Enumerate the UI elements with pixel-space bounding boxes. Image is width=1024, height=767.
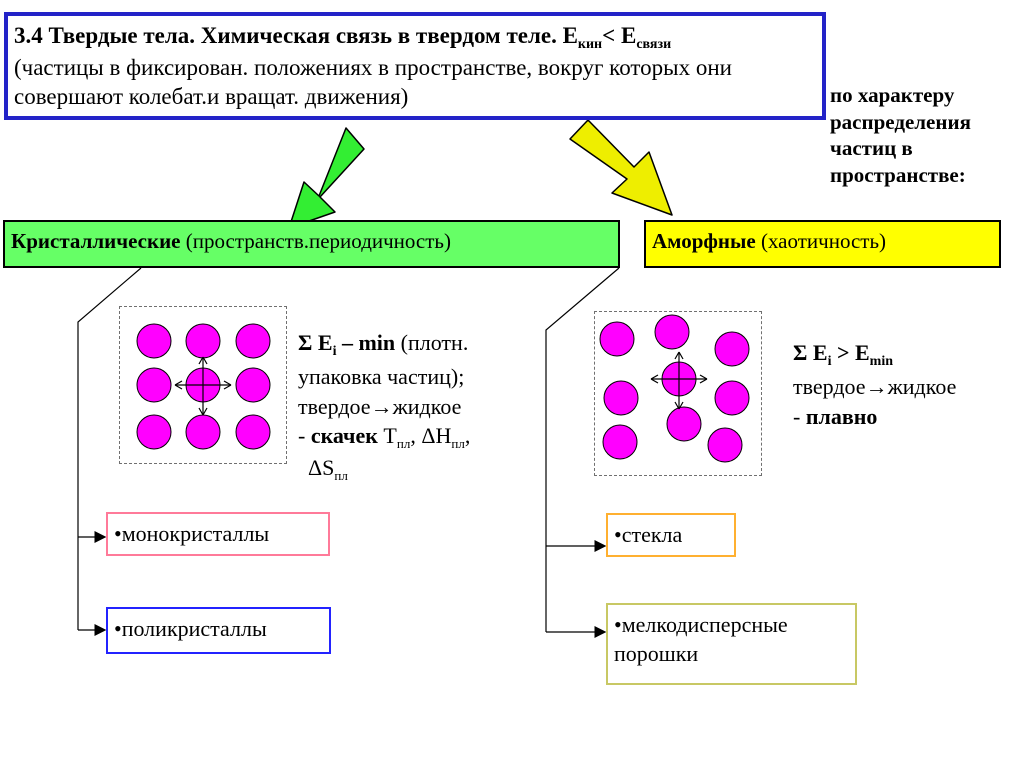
particle [136, 414, 172, 450]
particle [707, 427, 743, 463]
e-bond-subscript: связи [636, 37, 672, 52]
title-explanation: (частицы в фиксирован. положениях в прос… [14, 54, 732, 109]
e-bond-symbol: Е [620, 23, 637, 48]
amorphous-box: Аморфные (хаотичность) [644, 220, 1001, 268]
particle [235, 367, 271, 403]
title-heading: 3.4 Твердые тела. Химическая связь в тве… [14, 23, 563, 48]
amorph-transition: твердое→жидкое [793, 373, 957, 399]
polycrystals-box: •поликристаллы [106, 607, 331, 654]
amorphous-label: Аморфные [652, 229, 756, 253]
particle [235, 414, 271, 450]
crystalline-note: (пространств.периодичность) [180, 229, 452, 253]
melting-entropy-subscript: пл [334, 467, 348, 483]
particle [666, 406, 702, 442]
yellow-arrow-icon [569, 119, 673, 216]
melting-temperature-subscript: пл [396, 436, 411, 452]
less-than-sign: < [602, 23, 621, 48]
particle [185, 323, 221, 359]
amorph-energy-gt: > E [831, 340, 870, 365]
particle [654, 314, 690, 350]
monocrystals-box: •монокристаллы [106, 512, 330, 556]
crystal-dash: - [298, 423, 311, 449]
energy-min: – min [336, 330, 396, 355]
amorph-energy-index: i [827, 354, 832, 369]
e-kin-subscript: кин [577, 37, 603, 52]
amorphous-structure-icon [594, 311, 762, 476]
melting-temperature: T [377, 423, 397, 449]
crystal-lattice-drawing [136, 323, 271, 450]
amorph-connector [545, 267, 620, 632]
melting-entropy: ΔS [308, 454, 335, 480]
particle [235, 323, 271, 359]
melting-enthalpy-subscript: пл [451, 436, 465, 452]
packing-text: (плотн. упаковка частиц); [298, 330, 469, 389]
classification-criterion: по характеру распределения частиц в прос… [830, 83, 971, 187]
melting-enthalpy: , ΔH [410, 423, 452, 449]
smooth-label: плавно [805, 403, 878, 429]
amorphous-structure-drawing [599, 314, 750, 463]
particle [185, 414, 221, 450]
crystalline-energy-text: Σ Ei – min (плотн. упаковка частиц); тве… [298, 328, 548, 484]
particle [714, 331, 750, 367]
amorph-dash: - [793, 403, 806, 429]
crystalline-box: Кристаллические (пространств.периодичнос… [3, 220, 620, 268]
e-kin-symbol: Е [562, 23, 578, 48]
energy-sum-index: i [332, 344, 337, 359]
glasses-box: •стекла [606, 513, 736, 557]
particle [714, 380, 750, 416]
particle [136, 367, 172, 403]
particle [599, 321, 635, 357]
crystal-lattice-icon [119, 306, 287, 464]
particle [603, 380, 639, 416]
particle [136, 323, 172, 359]
enthalpy-comma: , [464, 423, 471, 449]
amorph-energy-sum: Σ E [793, 340, 828, 365]
crystal-transition: твердое→жидкое [298, 393, 462, 419]
title-box: 3.4 Твердые тела. Химическая связь в тве… [4, 12, 826, 120]
amorph-energy-min: min [869, 354, 894, 369]
particle [602, 424, 638, 460]
amorphous-note: (хаотичность) [755, 229, 887, 253]
amorphous-energy-text: Σ Ei > Emin твердое→жидкое - плавно [793, 338, 1021, 431]
crystal-connector [77, 267, 142, 630]
fine-powders-box: •мелкодисперсные порошки [606, 603, 857, 685]
crystalline-label: Кристаллические [11, 229, 181, 253]
jump-label: скачек [310, 423, 378, 449]
green-arrow-icon [288, 127, 365, 229]
energy-sum: Σ E [298, 330, 333, 355]
